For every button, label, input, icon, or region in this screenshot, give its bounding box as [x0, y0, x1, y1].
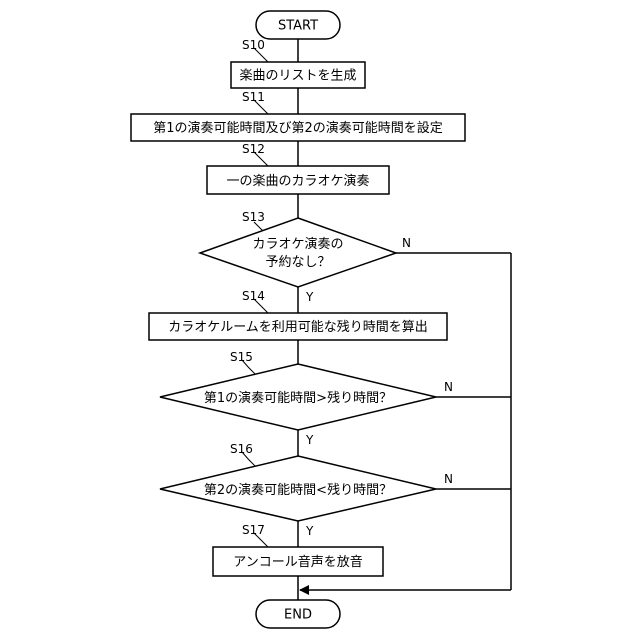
decision-s16-yes-label: Y [305, 524, 314, 538]
decision-s13-yes-label: Y [305, 290, 314, 304]
step-s14-id: S14 [242, 289, 265, 303]
end-node: END [256, 600, 340, 628]
step-s14-label: カラオケルームを利用可能な残り時間を算出 [168, 320, 428, 335]
step-s11-id: S11 [242, 90, 265, 104]
decision-s16-no-label: N [444, 472, 453, 486]
decision-s13-line1: カラオケ演奏の [252, 236, 343, 252]
decision-s15-yes-label: Y [305, 433, 314, 447]
step-s15-id: S15 [230, 350, 253, 364]
step-s12-id: S12 [242, 142, 265, 156]
start-label: START [278, 19, 318, 34]
decision-s13-line2: 予約なし？ [265, 255, 330, 270]
step-s17-label: アンコール音声を放音 [233, 554, 362, 570]
decision-s15: S15 第1の演奏可能時間>残り時間？ N Y [160, 350, 453, 447]
decision-s13-no-label: N [402, 236, 411, 250]
start-node: START [256, 11, 340, 39]
decision-s16-label: 第2の演奏可能時間<残り時間？ [204, 482, 392, 498]
step-s10-id: S10 [242, 38, 265, 52]
step-s12-label: 一の楽曲のカラオケ演奏 [226, 173, 369, 189]
end-label: END [284, 608, 312, 623]
step-s16-id: S16 [230, 442, 253, 456]
step-s13-id: S13 [242, 210, 265, 224]
step-s17-id: S17 [242, 523, 265, 537]
step-s11-label: 第1の演奏可能時間及び第2の演奏可能時間を設定 [153, 120, 443, 136]
step-s10-label: 楽曲のリストを生成 [239, 68, 356, 84]
decision-s13: S13 カラオケ演奏の 予約なし？ N Y [200, 210, 411, 304]
decision-s16: S16 第2の演奏可能時間<残り時間？ N Y [160, 442, 453, 538]
decision-s15-no-label: N [444, 380, 453, 394]
decision-s15-label: 第1の演奏可能時間>残り時間？ [204, 390, 392, 406]
